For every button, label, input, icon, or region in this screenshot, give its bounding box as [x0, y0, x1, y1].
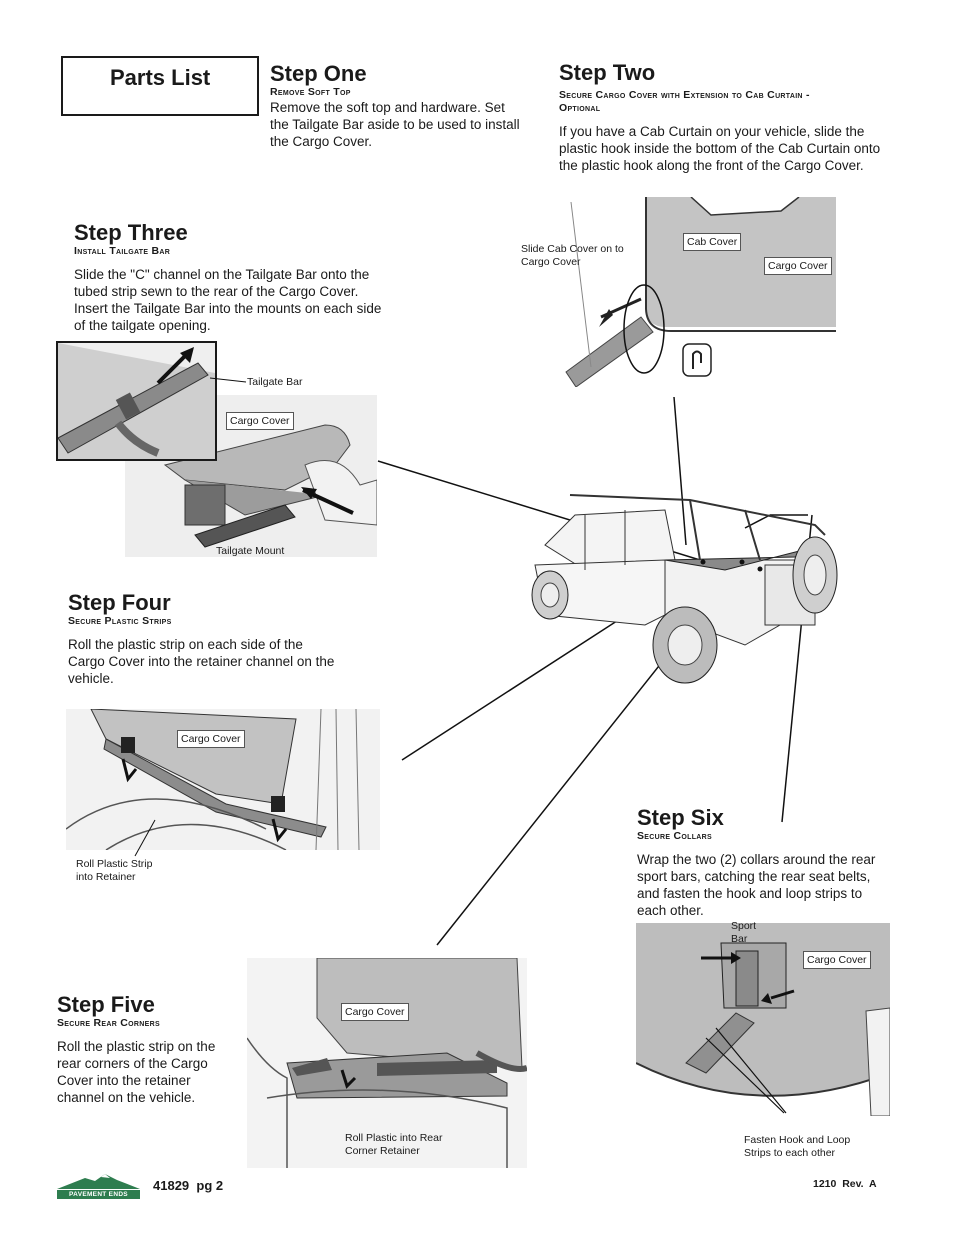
- tailgate-mount-label: Tailgate Mount: [216, 545, 285, 557]
- roll-strip-line-1: Roll Plastic Strip: [76, 858, 153, 870]
- step-three-title: Step Three: [74, 220, 188, 245]
- roll-strip-line-2: into Retainer: [76, 871, 136, 883]
- step-three-inset-photo: [56, 341, 217, 461]
- parts-list-box: Parts List: [61, 56, 259, 116]
- tailgate-bar-label: Tailgate Bar: [247, 376, 303, 388]
- sport-bar-label: Sport Bar: [731, 920, 756, 946]
- step-five-photo: [246, 957, 528, 1168]
- step-two-section: Step Two Secure Cargo Cover with Extensi…: [559, 61, 894, 174]
- tailgate-bar-inset: [57, 343, 215, 459]
- page-reference: 41829 pg 2: [153, 1178, 224, 1193]
- step-three-text: Slide the "C" channel on the Tailgate Ba…: [74, 267, 382, 333]
- step-three-section: Step Three Install Tailgate Bar Slide th…: [74, 221, 394, 334]
- step-one-section: Step One Remove Soft Top Remove the soft…: [270, 62, 525, 150]
- step-two-text: If you have a Cab Curtain on your vehicl…: [559, 124, 881, 173]
- sport-bar-line-1: Sport: [731, 920, 757, 932]
- step-four-section: Step Four Secure Plastic Strips Roll the…: [68, 591, 348, 687]
- mountain-logo-icon: [57, 1174, 140, 1199]
- step-five-title: Step Five: [57, 992, 155, 1017]
- plastic-strip-illustration: [65, 708, 360, 851]
- roll-corner-line-2: Corner Retainer: [345, 1145, 420, 1157]
- fasten-line-2: Strips to each other: [744, 1147, 836, 1159]
- rear-corner-illustration: [246, 957, 528, 1168]
- step-one-subtitle: Remove Soft Top: [270, 86, 351, 98]
- pavement-ends-logo: PAVEMENT ENDS: [55, 1170, 142, 1200]
- step-five-subtitle: Secure Rear Corners: [57, 1017, 160, 1029]
- step-five-roll-label: Roll Plastic into Rear Corner Retainer: [345, 1132, 442, 1158]
- step-two-photo: [561, 197, 836, 387]
- logo-text: PAVEMENT ENDS: [69, 1191, 128, 1198]
- slide-label-line-2: Cargo Cover: [521, 256, 581, 268]
- step-six-subtitle: Secure Collars: [637, 830, 712, 842]
- fasten-line-1: Fasten Hook and Loop: [744, 1134, 851, 1146]
- jeep-illustration: [525, 465, 845, 690]
- tailgate-bar-leader: [210, 377, 247, 383]
- step-three-cargo-cover-label: Cargo Cover: [226, 412, 294, 430]
- step-two-cargo-cover-label: Cargo Cover: [764, 257, 832, 275]
- step-six-section: Step Six Secure Collars Wrap the two (2)…: [637, 806, 897, 919]
- step-five-section: Step Five Secure Rear Corners Roll the p…: [57, 993, 237, 1106]
- step-two-title: Step Two: [559, 60, 656, 85]
- roll-corner-line-1: Roll Plastic into Rear: [345, 1132, 443, 1144]
- step-one-title: Step One: [270, 61, 367, 86]
- step-four-text: Roll the plastic strip on each side of t…: [68, 637, 335, 686]
- cab-cover-illustration: [561, 197, 836, 387]
- step-two-cab-cover-label: Cab Cover: [683, 233, 742, 251]
- step-four-cargo-cover-label: Cargo Cover: [177, 730, 245, 748]
- step-five-text: Roll the plastic strip on the rear corne…: [57, 1039, 216, 1105]
- jeep-icon: [531, 494, 838, 684]
- step-six-cargo-cover-label: Cargo Cover: [803, 951, 871, 969]
- revision-label: 1210 Rev. A: [813, 1178, 877, 1190]
- fasten-strips-label: Fasten Hook and Loop Strips to each othe…: [744, 1134, 850, 1160]
- step-six-title: Step Six: [637, 805, 724, 830]
- step-two-subtitle-2: Optional: [559, 102, 601, 114]
- step-one-text: Remove the soft top and hardware. Set th…: [270, 100, 520, 149]
- step-three-subtitle: Install Tailgate Bar: [74, 245, 171, 257]
- step-five-cargo-cover-label: Cargo Cover: [341, 1003, 409, 1021]
- parts-list-title: Parts List: [110, 65, 211, 90]
- step-two-slide-label: Slide Cab Cover on to Cargo Cover: [521, 243, 624, 269]
- slide-label-line-1: Slide Cab Cover on to: [521, 243, 624, 255]
- step-six-text: Wrap the two (2) collars around the rear…: [637, 852, 876, 918]
- step-four-leader: [134, 819, 156, 857]
- step-four-subtitle: Secure Plastic Strips: [68, 615, 172, 627]
- step-four-title: Step Four: [68, 590, 171, 615]
- sport-bar-line-2: Bar: [731, 933, 748, 945]
- step-two-subtitle-1: Secure Cargo Cover with Extension to Cab…: [559, 89, 810, 101]
- step-four-roll-label: Roll Plastic Strip into Retainer: [76, 858, 152, 884]
